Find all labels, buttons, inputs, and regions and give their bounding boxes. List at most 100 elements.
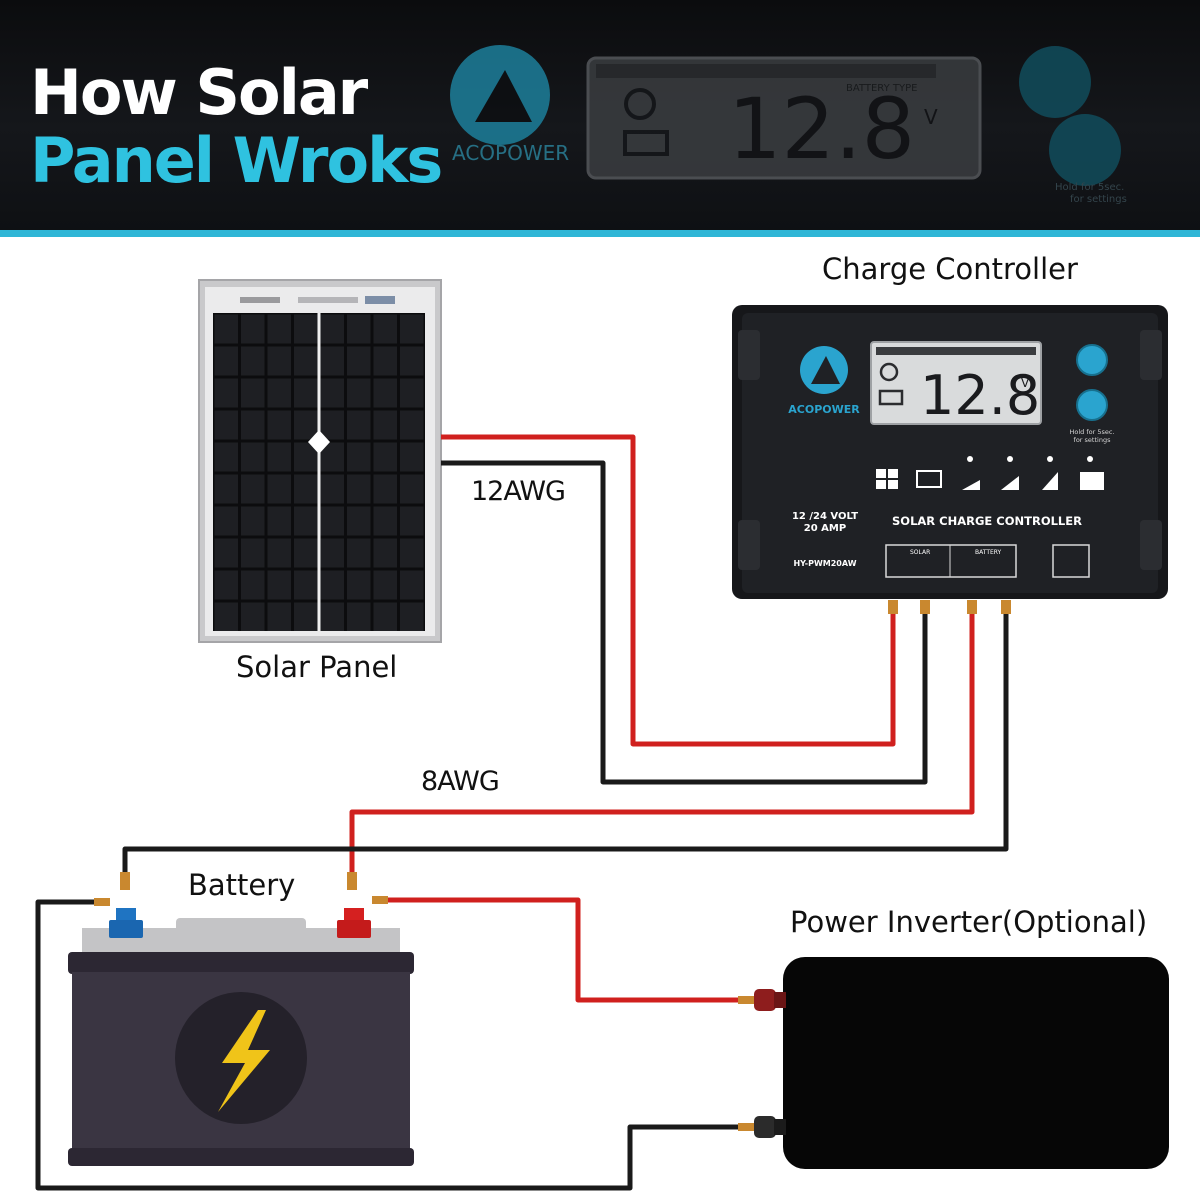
controller-level-1-icon (962, 480, 980, 490)
battery-positive-tip (967, 600, 977, 614)
controller-face (742, 313, 1158, 593)
battery-base (68, 1148, 414, 1166)
controller-battery-icon (878, 389, 904, 406)
bg-lcd-display (586, 56, 982, 180)
controller-button-set[interactable] (1076, 389, 1108, 421)
battery-positive-terminal-top (344, 908, 364, 922)
bg-lcd-reading: 12.8 (728, 80, 915, 178)
solar-panel-label: Solar Panel (236, 650, 398, 684)
controller-terminal-solar: SOLAR (910, 549, 930, 556)
bg-logo-triangle (475, 70, 532, 122)
battery-positive-terminal (337, 920, 371, 938)
controller-led-4 (1087, 456, 1093, 462)
bg-battery-type-label: BATTERY TYPE (846, 83, 917, 94)
header-background-art: ACOPOWER BATTERY TYPE 12.8 V Hold for 5s… (450, 45, 1127, 205)
solar-panel-junction-mark (240, 297, 280, 303)
inverter-negative-terminal-base (774, 1119, 786, 1135)
controller-load-terminal (1052, 544, 1090, 578)
charge-controller-label: Charge Controller (822, 252, 1078, 286)
controller-voltage-line2: 20 AMP (804, 523, 846, 534)
controller-level-3-icon (1042, 472, 1058, 490)
inverter-positive-terminal-base (774, 992, 786, 1008)
controller-load-icon (1080, 472, 1104, 490)
controller-logo-triangle (811, 356, 840, 384)
battery-negative-tip (1001, 600, 1011, 614)
wire-tips (94, 600, 1011, 1131)
battery-negative-terminal (109, 920, 143, 938)
controller-hold-line1: Hold for 5sec. (1069, 428, 1114, 436)
battery-neg-lead-tip (120, 872, 130, 890)
solar-panel-label-sticker (298, 297, 358, 303)
bg-lcd-unit: V (924, 105, 938, 129)
inverter-pos-input-tip (738, 996, 754, 1004)
controller-model: HY-PWM20AW (793, 559, 856, 568)
header-banner: ACOPOWER BATTERY TYPE 12.8 V Hold for 5s… (0, 0, 1200, 232)
battery-positive-wire (349, 612, 975, 880)
controller-mount-tab-right-bottom (1140, 520, 1162, 570)
controller-sun-icon (879, 362, 899, 382)
solar-panel (198, 279, 442, 643)
controller-reading: 12.8 (920, 364, 1040, 427)
solar-negative-tip (920, 600, 930, 614)
controller-lcd (870, 341, 1042, 425)
battery-top-vent (176, 918, 306, 932)
controller-led-3 (1047, 456, 1053, 462)
inverter-positive-wire (385, 897, 752, 1003)
controller-status-icons (876, 456, 1104, 490)
controller-terminal-battery: BATTERY (975, 549, 1002, 556)
bg-battery-icon (623, 130, 669, 156)
controller-brand: ACOPOWER (788, 403, 860, 416)
controller-mount-tab-left-bottom (738, 520, 760, 570)
controller-led-1 (967, 456, 973, 462)
controller-level-2-icon (1001, 476, 1019, 490)
bg-sun-icon (624, 88, 656, 120)
inverter-neg-lead-tip (94, 898, 110, 906)
controller-battery-status-icon (916, 470, 942, 488)
solar-negative-wire (441, 460, 928, 785)
bg-button-1 (1019, 46, 1091, 118)
wire-8awg-label: 8AWG (421, 766, 500, 797)
power-inverter (754, 957, 1169, 1169)
controller-product-name: SOLAR CHARGE CONTROLLER (892, 514, 1082, 528)
inverter-neg-input-tip (738, 1123, 754, 1131)
solar-positive-wire (441, 434, 896, 747)
bg-hold-text-2: for settings (1070, 194, 1127, 205)
battery (68, 908, 414, 1166)
inverter-positive-terminal (754, 989, 776, 1011)
wire-12awg-label: 12AWG (471, 476, 566, 507)
inverter-negative-terminal (754, 1116, 776, 1138)
controller-mount-tab-left-top (738, 330, 760, 380)
solar-panel-diamond-gap (308, 430, 330, 454)
solar-positive-tip (888, 600, 898, 614)
controller-hold-line2: for settings (1074, 436, 1112, 444)
charge-controller: ACOPOWER 12.8 V Hold for 5sec. for setti… (732, 305, 1168, 599)
controller-lcd-mode-strip (876, 347, 1036, 355)
controller-button-up[interactable] (1076, 344, 1108, 376)
bg-brand-text: ACOPOWER (452, 141, 569, 165)
solar-panel-brand-sticker (365, 296, 395, 304)
title-line-2: Panel Wroks (30, 124, 443, 197)
controller-voltage-line1: 12 /24 VOLT (792, 511, 858, 522)
inverter-pos-lead-tip (372, 896, 388, 904)
controller-terminal-block (885, 544, 1017, 578)
controller-unit: V (1021, 376, 1030, 390)
header-accent-line (0, 230, 1200, 237)
inverter-negative-wire (35, 899, 752, 1191)
battery-pos-lead-tip (347, 872, 357, 890)
battery-label: Battery (188, 868, 296, 902)
bg-button-2 (1049, 114, 1121, 186)
inverter-body (783, 957, 1169, 1169)
lightning-bolt-icon (218, 1010, 270, 1112)
power-inverter-label: Power Inverter(Optional) (790, 905, 1148, 939)
title-line-1: How Solar (30, 56, 368, 129)
bg-lcd-mode-strip (596, 64, 936, 78)
battery-rim (68, 952, 414, 974)
controller-led-2 (1007, 456, 1013, 462)
controller-mount-tab-right-top (1140, 330, 1162, 380)
battery-negative-terminal-top (116, 908, 136, 922)
battery-negative-wire (122, 612, 1009, 880)
bg-hold-text-1: Hold for 5sec. (1055, 182, 1124, 193)
wires (35, 434, 1009, 1191)
